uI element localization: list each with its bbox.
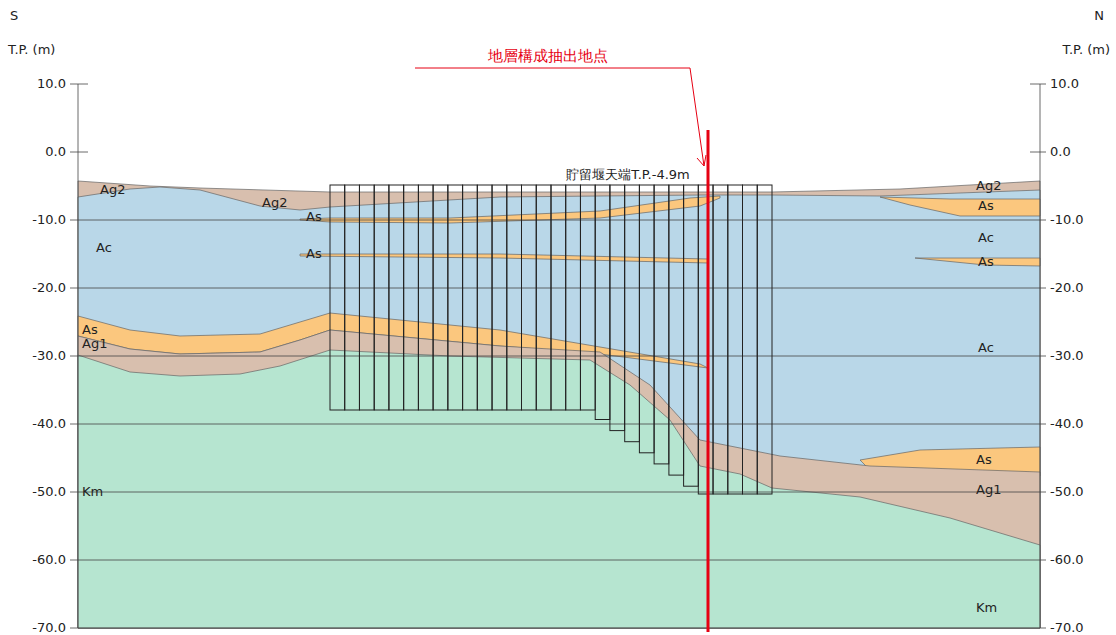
stratum-label: As (978, 255, 994, 269)
sheet-pile (418, 185, 433, 410)
leader-line (415, 68, 704, 166)
stratum-label: As (82, 323, 98, 337)
axis-tick-label: -50.0 (32, 485, 66, 499)
axis-tick-label: -10.0 (1050, 213, 1084, 227)
axis-title: S (10, 9, 18, 23)
sheet-pile (389, 185, 404, 410)
sheet-pile (713, 185, 728, 494)
strata (78, 181, 1040, 628)
sheet-pile (639, 185, 654, 453)
axis-tick-label: -40.0 (1050, 417, 1084, 431)
axis-tick-label: 10.0 (1050, 77, 1079, 91)
axis-tick-label: -20.0 (32, 281, 66, 295)
axis-tick-label: -40.0 (32, 417, 66, 431)
sheet-pile (463, 185, 478, 410)
km-layer (78, 350, 1040, 628)
sheet-pile (507, 185, 522, 410)
axis-tick-label: -70.0 (1050, 621, 1084, 635)
sheet-pile (743, 185, 758, 494)
ag2-layer (78, 181, 1040, 628)
sheet-pile (492, 185, 507, 410)
sheet-pile (477, 185, 492, 410)
sheet-pile (625, 185, 640, 442)
axis-title: T.P. (m) (1063, 43, 1110, 57)
sheet-pile (374, 185, 389, 410)
stratum-label: Km (82, 485, 103, 499)
sheet-pile (728, 185, 743, 494)
as-layer (300, 196, 720, 223)
axis-tick-label: 10.0 (37, 77, 66, 91)
axis-tick-label: -70.0 (32, 621, 66, 635)
stratum-label: As (978, 199, 994, 213)
stratum-label: Ag2 (262, 196, 287, 210)
stratum-label: Ac (978, 231, 994, 245)
sheet-pile (330, 185, 345, 410)
axis-tick-label: -30.0 (32, 349, 66, 363)
sheet-pile (345, 185, 360, 410)
sheet-pile (522, 185, 537, 410)
as-layer (915, 258, 1040, 266)
axis-tick-label: -30.0 (1050, 349, 1084, 363)
stratum-label: Ag1 (82, 337, 107, 351)
ag1-layer (78, 330, 1040, 628)
sheet-pile (757, 185, 772, 494)
sheet-pile (536, 185, 551, 410)
sheet-pile (581, 185, 596, 410)
axis-tick-label: -20.0 (1050, 281, 1084, 295)
extraction-line (707, 130, 710, 632)
stratum-label: Ac (978, 341, 994, 355)
axis-tick-label: -60.0 (32, 553, 66, 567)
grid-lines (70, 84, 1046, 628)
sheet-piles (330, 185, 772, 494)
axis-tick-label: -10.0 (32, 213, 66, 227)
sheet-pile (595, 185, 610, 420)
arrow-head (697, 155, 706, 166)
sheet-pile (698, 185, 713, 494)
sheet-pile (654, 185, 669, 464)
stratum-label: As (306, 210, 322, 224)
sheet-pile (404, 185, 419, 410)
sheet-pile (360, 185, 375, 410)
stratum-label: Ag2 (976, 179, 1001, 193)
axis-tick-label: 0.0 (1050, 145, 1071, 159)
stratum-label: Ag2 (100, 183, 125, 197)
callout-label: 地層構成抽出地点 (488, 48, 608, 65)
sheet-pile (566, 185, 581, 410)
axis-tick-label: -60.0 (1050, 553, 1084, 567)
stratum-label: Km (976, 601, 997, 615)
stratum-label: Ac (96, 241, 112, 255)
sheet-pile (610, 185, 625, 431)
axis-title: T.P. (m) (8, 43, 55, 57)
as-layer (300, 254, 708, 263)
elevation-note: 貯留堰天端T.P.-4.9m (566, 168, 690, 182)
ac-layer (78, 187, 1040, 628)
sheet-pile (448, 185, 463, 410)
sheet-pile (684, 185, 699, 486)
sheet-pile (433, 185, 448, 410)
stratum-label: As (306, 247, 322, 261)
axis-title: N (1094, 9, 1104, 23)
stratum-label: Ag1 (976, 483, 1001, 497)
axis-tick-label: 0.0 (45, 145, 66, 159)
sheet-pile (669, 185, 684, 475)
as-layer (880, 197, 1040, 216)
axis-tick-label: -50.0 (1050, 485, 1084, 499)
sheet-pile (551, 185, 566, 410)
stratum-label: As (976, 453, 992, 467)
